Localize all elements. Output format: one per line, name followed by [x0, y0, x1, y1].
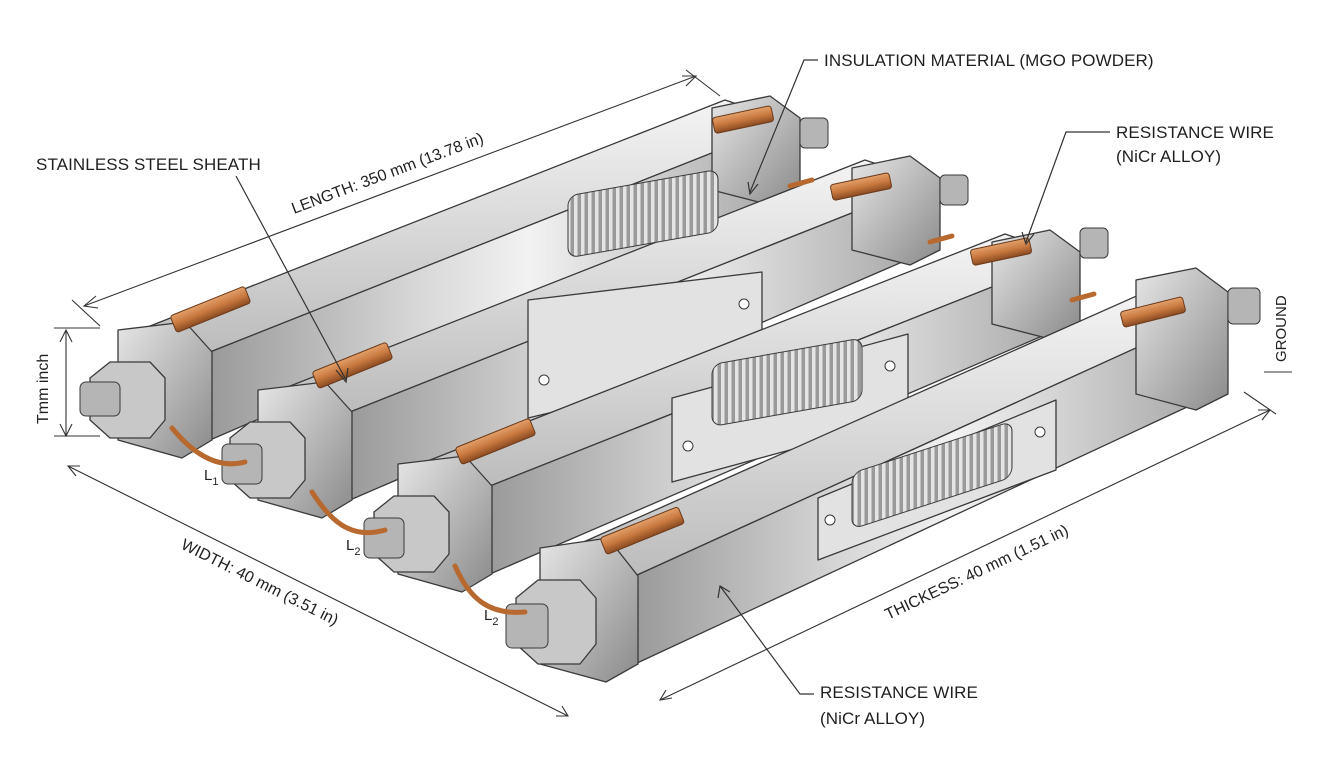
copper-strip-icon: [600, 506, 685, 555]
copper-strip-icon: [170, 286, 251, 333]
threaded-terminal-icon: [1079, 227, 1109, 259]
dimension-thickness: THICKESS: 40 mm (1.51 in): [882, 522, 1071, 624]
threaded-terminal-icon: [79, 381, 121, 417]
threaded-terminal-icon: [1227, 287, 1261, 325]
threaded-terminal-icon: [505, 603, 549, 649]
copper-strip-icon: [1120, 296, 1186, 328]
dimension-lines: [54, 69, 1292, 717]
wire-label-l1: L1: [204, 467, 218, 488]
threaded-terminal-icon: [799, 117, 829, 149]
threaded-terminal-icon: [939, 174, 969, 206]
coil-icon: [851, 423, 1013, 527]
copper-strip-icon: [970, 237, 1032, 266]
wire-label-l2-b: L2: [484, 607, 498, 628]
leader-lines: [235, 59, 1110, 695]
wire-label-l2-a: L2: [346, 537, 360, 558]
callout-resistance-wire-top-alloy: (NiCr ALLOY): [1116, 147, 1221, 166]
callout-resistance-wire-bottom-alloy: (NiCr ALLOY): [820, 709, 925, 728]
copper-strip-icon: [312, 342, 393, 389]
dimension-length: LENGTH: 350 mm (13.78 in): [289, 130, 486, 218]
copper-strip-icon: [455, 418, 536, 465]
callout-sheath: STAINLESS STEEL SHEATH: [36, 155, 261, 174]
callout-insulation: INSULATION MATERIAL (MGO POWDER): [824, 51, 1154, 70]
ground-label: GROUND: [1273, 295, 1290, 362]
jumper-wires: [169, 177, 1097, 615]
hex-nut-icon: [89, 361, 166, 439]
heater-bar-1: [505, 267, 1261, 683]
callout-resistance-wire-bottom: RESISTANCE WIRE: [820, 683, 978, 702]
coil-icon: [711, 339, 863, 426]
heater-bar-2: [363, 227, 1109, 593]
threaded-terminal-icon: [363, 517, 405, 559]
dimension-width: WIDTH: 40 mm (3.51 in): [178, 536, 341, 629]
dimension-height: Tmm inch: [35, 354, 52, 424]
callout-resistance-wire-top: RESISTANCE WIRE: [1116, 123, 1274, 142]
copper-strip-icon: [830, 172, 892, 201]
coil-icon: [567, 170, 719, 257]
copper-strip-icon: [712, 105, 774, 134]
heater-bar-3: [221, 155, 969, 519]
